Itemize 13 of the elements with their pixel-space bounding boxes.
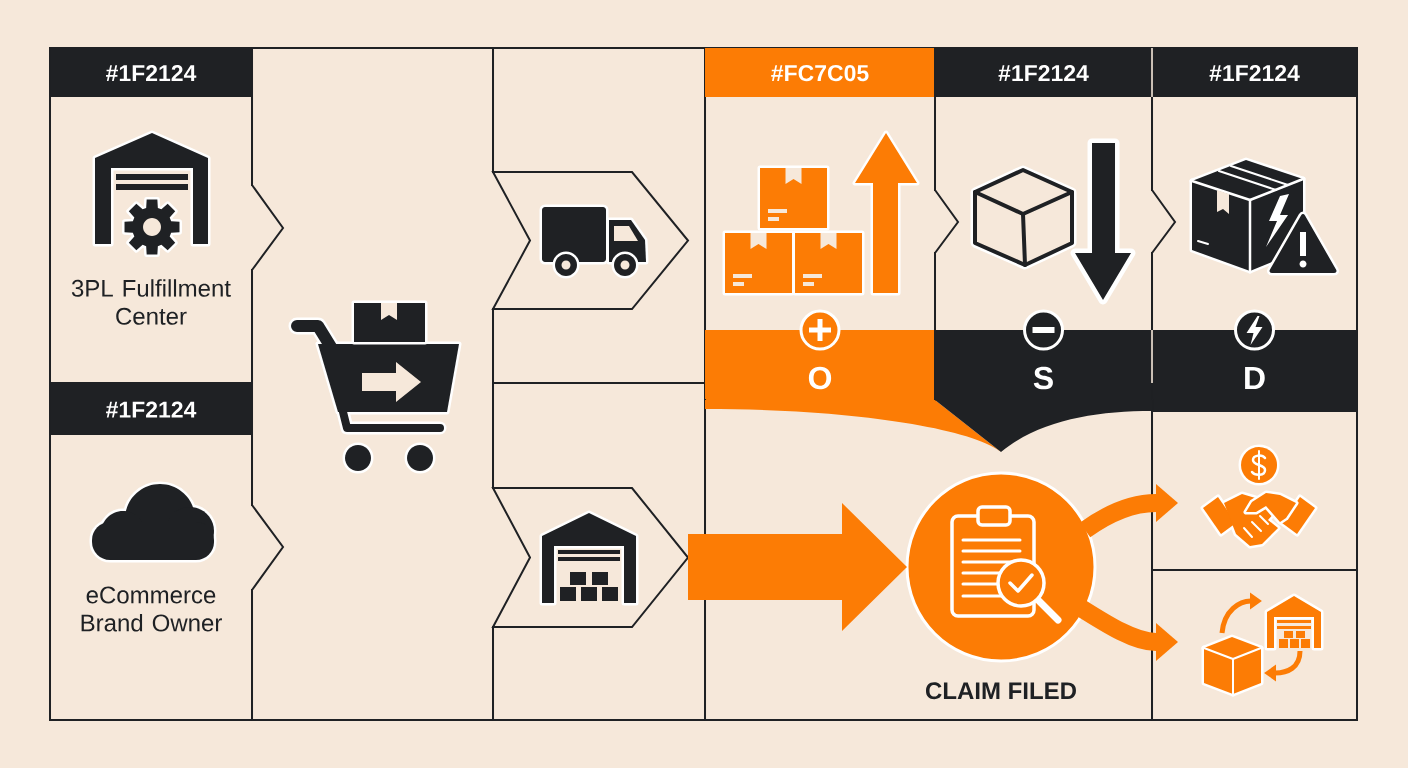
header-bar: #1F2124	[50, 383, 252, 435]
header-bar: #1F2124	[935, 48, 1152, 97]
header-bar: #1F2124	[50, 48, 252, 97]
block-arrow	[688, 503, 907, 631]
header-bar: #1F2124	[1151, 47, 1357, 98]
table-cell	[492, 47, 706, 384]
header-bar: #FC7C05	[705, 48, 935, 97]
curved-arrow	[1076, 600, 1178, 661]
cell-label: 3PL Fulfillment Center	[71, 279, 231, 325]
node-label: CLAIM FILED	[926, 682, 1076, 700]
cell-label: eCommerce Brand Owner	[81, 586, 222, 632]
table-cell	[492, 382, 706, 721]
table-cell	[704, 399, 1153, 721]
